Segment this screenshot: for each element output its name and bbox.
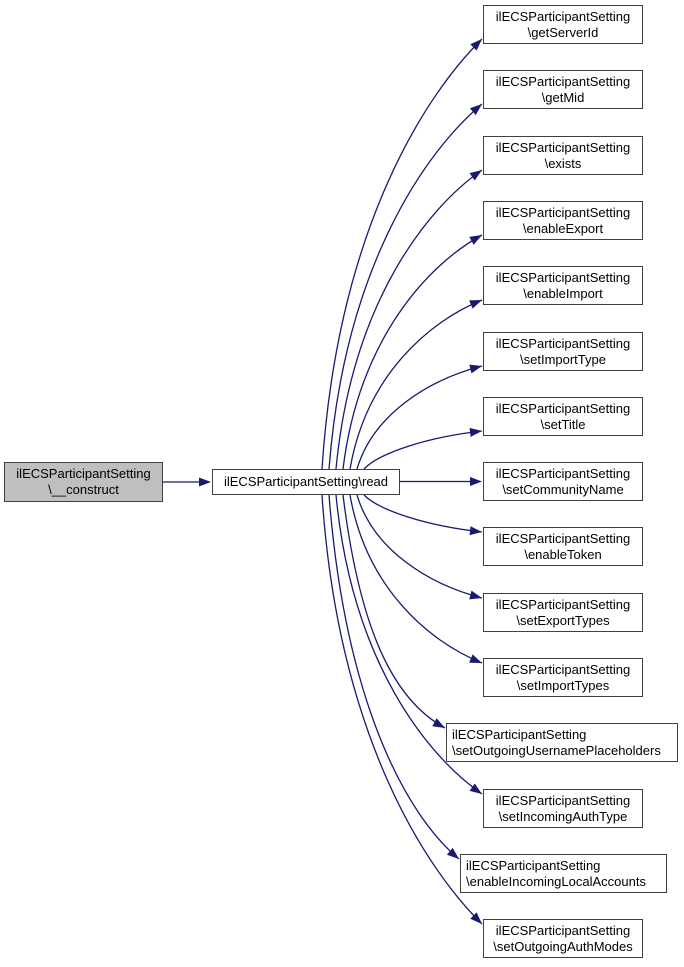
node-setImportTypes[interactable]: ilECSParticipantSetting\setImportTypes xyxy=(483,658,643,697)
node-method-label: \enableIncomingLocalAccounts xyxy=(466,873,646,889)
node-class-label: ilECSParticipantSetting xyxy=(452,726,587,742)
node-class-label: ilECSParticipantSetting xyxy=(495,8,631,24)
node-class-label: ilECSParticipantSetting xyxy=(466,857,601,873)
edge-read-getServerId xyxy=(321,38,483,470)
edge-read-setTitle xyxy=(363,430,483,470)
node-method-label: \enableImport xyxy=(523,285,603,301)
node-class-label: ilECSParticipantSetting xyxy=(495,792,631,808)
node-enableToken[interactable]: ilECSParticipantSetting\enableToken xyxy=(483,527,643,566)
node-method-label: \setCommunityName xyxy=(502,481,624,497)
node-method-label: \getServerId xyxy=(527,24,599,40)
node-method-label: \enableToken xyxy=(524,546,602,562)
node-method-label: \__construct xyxy=(48,482,119,497)
node-setImportType[interactable]: ilECSParticipantSetting\setImportType xyxy=(483,332,643,371)
node-method-label: \setOutgoingUsernamePlaceholders xyxy=(452,742,661,758)
edge-read-enableIncomingLocalAccounts xyxy=(328,494,460,860)
edge-read-enableToken xyxy=(363,494,483,533)
node-class-label: ilECSParticipantSetting xyxy=(495,269,631,285)
node-class-label: ilECSParticipantSetting xyxy=(495,335,631,351)
edge-read-setOutgoingUsernamePlaceholders xyxy=(342,494,446,729)
node-method-label: \exists xyxy=(544,155,582,171)
node-method-label: \setImportTypes xyxy=(516,677,610,693)
node-method-label: \setOutgoingAuthModes xyxy=(493,938,633,954)
node-getMid[interactable]: ilECSParticipantSetting\getMid xyxy=(483,70,643,109)
edge-read-getMid xyxy=(328,103,483,470)
node-enableExport[interactable]: ilECSParticipantSetting\enableExport xyxy=(483,201,643,240)
node-method-label: \setExportTypes xyxy=(516,612,610,628)
edge-read-setImportTypes xyxy=(349,494,483,664)
node-setIncomingAuthType[interactable]: ilECSParticipantSetting\setIncomingAuthT… xyxy=(483,789,643,828)
node-class-label: ilECSParticipantSetting xyxy=(495,465,631,481)
edge-read-enableExport-arrowhead xyxy=(469,235,482,245)
node-class-label: ilECSParticipantSetting xyxy=(495,139,631,155)
edge-read-enableToken-arrowhead xyxy=(469,526,482,536)
node-label: ilECSParticipantSetting\read xyxy=(223,474,389,489)
node-method-label: \setTitle xyxy=(540,416,586,432)
edge-read-enableImport xyxy=(349,299,483,470)
edge-read-setTitle-arrowhead xyxy=(469,427,482,437)
node-read[interactable]: ilECSParticipantSetting\read xyxy=(212,469,400,495)
edge-read-enableExport xyxy=(342,234,483,470)
node-exists[interactable]: ilECSParticipantSetting\exists xyxy=(483,136,643,175)
node-class-label: ilECSParticipantSetting xyxy=(495,530,631,546)
edge-read-setImportType xyxy=(356,365,483,470)
edge-read-exists xyxy=(335,169,483,470)
node-getServerId[interactable]: ilECSParticipantSetting\getServerId xyxy=(483,5,643,44)
edge-read-setCommunityName-arrowhead xyxy=(470,477,482,486)
edge-read-exists-arrowhead xyxy=(469,170,482,181)
node-setOutgoingUsernamePlaceholders[interactable]: ilECSParticipantSetting\setOutgoingUsern… xyxy=(446,723,678,762)
edge-read-setOutgoingAuthModes xyxy=(321,494,483,925)
edge-construct-read-arrowhead xyxy=(199,477,211,487)
edge-read-setOutgoingAuthModes-arrowhead xyxy=(470,912,482,924)
edge-read-setIncomingAuthType xyxy=(335,494,483,795)
node-class-label: ilECSParticipantSetting xyxy=(495,204,631,220)
edge-read-setExportTypes xyxy=(356,494,483,599)
node-method-label: \setIncomingAuthType xyxy=(498,808,628,824)
edge-read-enableImport-arrowhead xyxy=(469,300,482,309)
edge-read-setOutgoingUsernamePlaceholders-arrowhead xyxy=(432,718,445,728)
edge-read-getMid-arrowhead xyxy=(469,104,482,116)
node-construct: ilECSParticipantSetting \__construct xyxy=(4,462,163,502)
edge-read-setIncomingAuthType-arrowhead xyxy=(469,783,482,794)
node-class-label: ilECSParticipantSetting xyxy=(495,922,631,938)
node-setTitle[interactable]: ilECSParticipantSetting\setTitle xyxy=(483,397,643,436)
node-setCommunityName[interactable]: ilECSParticipantSetting\setCommunityName xyxy=(483,462,643,501)
node-method-label: \setImportType xyxy=(520,351,606,367)
node-setExportTypes[interactable]: ilECSParticipantSetting\setExportTypes xyxy=(483,593,643,632)
edge-read-setImportType-arrowhead xyxy=(469,364,482,374)
node-class-label: ilECSParticipantSetting xyxy=(495,400,631,416)
node-class-label: ilECSParticipantSetting xyxy=(495,73,631,89)
node-enableIncomingLocalAccounts[interactable]: ilECSParticipantSetting\enableIncomingLo… xyxy=(460,854,667,893)
edge-read-setExportTypes-arrowhead xyxy=(469,590,482,600)
edge-read-enableIncomingLocalAccounts-arrowhead xyxy=(446,847,459,859)
node-class-label: ilECSParticipantSetting xyxy=(495,596,631,612)
edge-read-setImportTypes-arrowhead xyxy=(469,654,482,663)
node-setOutgoingAuthModes[interactable]: ilECSParticipantSetting\setOutgoingAuthM… xyxy=(483,919,643,958)
node-class-label: ilECSParticipantSetting xyxy=(16,466,151,481)
node-method-label: \enableExport xyxy=(522,220,604,236)
node-enableImport[interactable]: ilECSParticipantSetting\enableImport xyxy=(483,266,643,305)
node-method-label: \getMid xyxy=(541,89,585,105)
node-class-label: ilECSParticipantSetting xyxy=(495,661,631,677)
edge-read-getServerId-arrowhead xyxy=(470,39,482,51)
